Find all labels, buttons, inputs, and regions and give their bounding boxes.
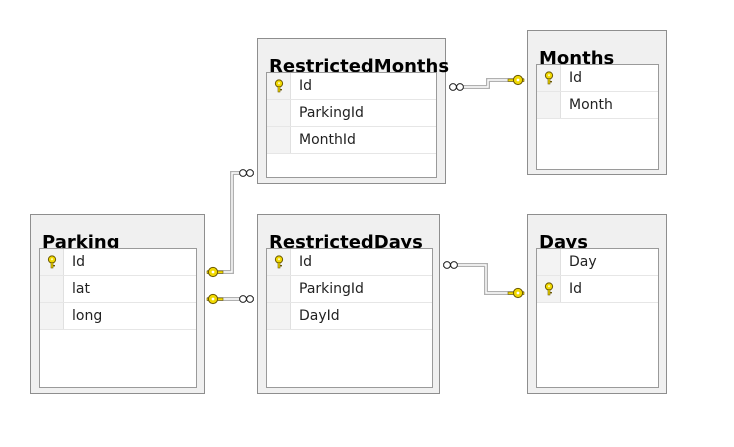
column-row[interactable]: Day — [537, 249, 658, 276]
column-row[interactable]: Id — [40, 249, 196, 276]
many-end-infinity-icon — [239, 169, 254, 177]
row-selector[interactable] — [267, 73, 291, 99]
column-row[interactable]: Id — [537, 276, 658, 303]
row-selector[interactable] — [537, 65, 561, 91]
column-row[interactable]: MonthId — [267, 127, 436, 154]
column-row[interactable]: Id — [267, 249, 432, 276]
column-name: Id — [299, 78, 313, 94]
table-title: Days — [539, 232, 588, 253]
column-name: Id — [569, 70, 583, 86]
one-end-key-icon — [507, 74, 525, 86]
many-end-infinity-icon — [239, 295, 254, 303]
column-name: ParkingId — [299, 105, 364, 121]
row-selector[interactable] — [40, 303, 64, 329]
row-selector[interactable] — [537, 92, 561, 118]
row-selector[interactable] — [267, 100, 291, 126]
row-selector[interactable] — [537, 276, 561, 302]
column-row[interactable]: ParkingId — [267, 276, 432, 303]
row-selector[interactable] — [537, 249, 561, 275]
one-end-key-icon — [206, 266, 224, 278]
column-row[interactable]: ParkingId — [267, 100, 436, 127]
column-grid: Id lat long — [39, 248, 197, 388]
table-title: Months — [539, 48, 615, 69]
one-end-key-icon — [507, 287, 525, 299]
relationship-restricteddays-days[interactable] — [443, 261, 525, 299]
column-row[interactable]: Month — [537, 92, 658, 119]
table-title: Parking — [42, 232, 120, 253]
column-name: Month — [569, 97, 613, 113]
column-name: lat — [72, 281, 90, 297]
column-name: Day — [569, 254, 597, 270]
many-end-infinity-icon — [443, 261, 458, 269]
column-name: long — [72, 308, 103, 324]
table-title: RestrictedDays — [269, 232, 423, 253]
column-name: ParkingId — [299, 281, 364, 297]
row-selector[interactable] — [267, 276, 291, 302]
column-row[interactable]: lat — [40, 276, 196, 303]
relationship-restrictedmonths-months[interactable] — [449, 74, 525, 91]
row-selector[interactable] — [40, 249, 64, 275]
many-end-infinity-icon — [449, 83, 464, 91]
column-row[interactable]: long — [40, 303, 196, 330]
column-name: DayId — [299, 308, 340, 324]
relationship-restricteddays-parking[interactable] — [206, 293, 254, 305]
relationship-restrictedmonths-parking[interactable] — [206, 169, 254, 278]
column-name: MonthId — [299, 132, 356, 148]
column-row[interactable]: Id — [267, 73, 436, 100]
column-name: Id — [72, 254, 86, 270]
column-name: Id — [569, 281, 583, 297]
column-name: Id — [299, 254, 313, 270]
row-selector[interactable] — [267, 303, 291, 329]
column-row[interactable]: Id — [537, 65, 658, 92]
row-selector[interactable] — [40, 276, 64, 302]
table-title: RestrictedMonths — [269, 56, 450, 77]
row-selector[interactable] — [267, 127, 291, 153]
column-row[interactable]: DayId — [267, 303, 432, 330]
one-end-key-icon — [206, 293, 224, 305]
row-selector[interactable] — [267, 249, 291, 275]
